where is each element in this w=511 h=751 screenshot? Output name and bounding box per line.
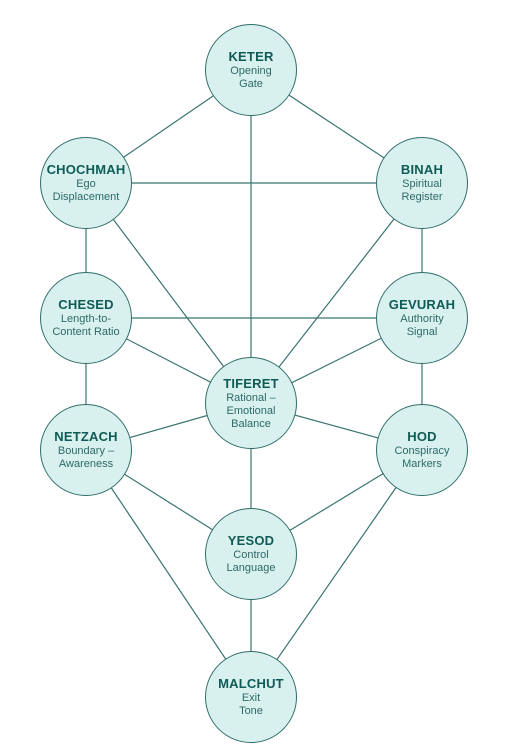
node-title: NETZACH [54, 429, 118, 444]
node-subtitle-line: Gate [239, 78, 263, 90]
node-subtitle-line: Markers [402, 458, 442, 470]
node-subtitle-line: Register [401, 191, 443, 203]
node-title: HOD [407, 429, 437, 444]
node-subtitle-line: Ego [76, 178, 96, 190]
node-subtitle-line: Exit [241, 692, 261, 704]
node-subtitle-line: Tone [239, 705, 263, 717]
node-subtitle-line: Awareness [58, 458, 114, 470]
node-subtitle-line: Emotional [226, 404, 276, 417]
node-subtitle-line: Authority [400, 313, 444, 325]
edge-netzach-malchut [85, 449, 252, 698]
node-subtitle-line: Content Ratio [52, 326, 120, 338]
edge-hod-malchut [250, 449, 423, 698]
node-subtitle-line: Control [233, 549, 269, 561]
node-subtitle-line: Length-to- [60, 313, 112, 325]
node-title: BINAH [400, 162, 444, 177]
node-title: CHOCHMAH [46, 162, 126, 177]
node-subtitle-line: Boundary – [57, 445, 115, 457]
node-subtitle-line: Conspiracy [394, 445, 450, 457]
node-subtitle-line: Spiritual [402, 178, 442, 190]
node-subtitle-line: Balance [231, 417, 271, 430]
node-title: CHESED [58, 297, 114, 312]
node-subtitle-line: Rational – [226, 391, 276, 404]
node-subtitle-line: Language [226, 562, 276, 574]
node-subtitle-line: Opening [230, 65, 272, 77]
node-title: MALCHUT [218, 676, 284, 691]
node-subtitle-line: Displacement [52, 191, 120, 203]
node-subtitle-line: Signal [406, 326, 438, 338]
node-title: YESOD [227, 533, 275, 548]
node-title: GEVURAH [388, 297, 456, 312]
node-title: TIFERET [223, 375, 279, 391]
node-title: KETER [228, 49, 274, 64]
